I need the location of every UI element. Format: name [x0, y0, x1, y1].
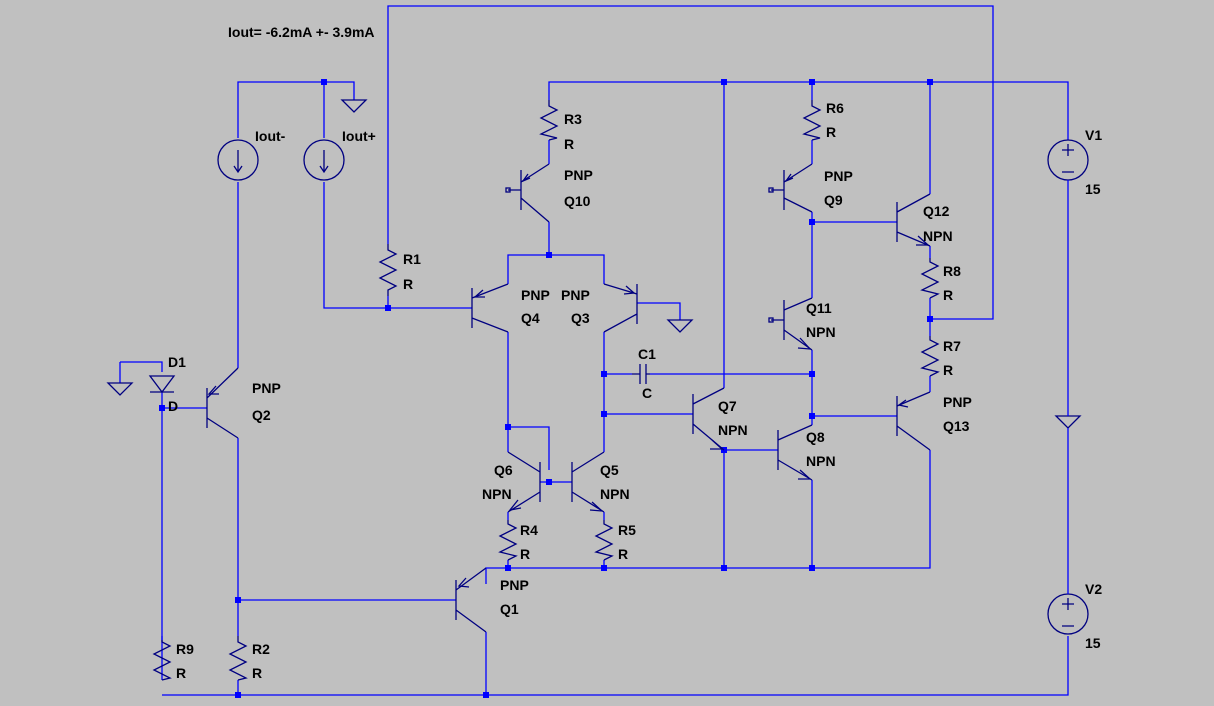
- label-iout-plus: Iout+: [342, 128, 376, 144]
- label-r4-value: R: [520, 546, 530, 562]
- resistor-r8[interactable]: [920, 258, 940, 299]
- transistor-q1[interactable]: [455, 567, 487, 633]
- diode-d1[interactable]: [148, 375, 176, 394]
- label-q1-ref: Q1: [500, 601, 519, 617]
- label-q7-ref: Q7: [718, 398, 737, 414]
- label-q13-ref: Q13: [943, 418, 970, 434]
- resistor-r9[interactable]: [152, 640, 172, 681]
- label-q6-ref: Q6: [494, 462, 513, 478]
- resistor-r3[interactable]: [539, 100, 559, 141]
- label-v1-ref: V1: [1085, 127, 1102, 143]
- label-q4-ref: Q4: [521, 310, 540, 326]
- label-v2-ref: V2: [1085, 581, 1102, 597]
- resistor-r2[interactable]: [228, 636, 248, 681]
- resistor-r4[interactable]: [498, 520, 518, 561]
- label-r2-ref: R2: [252, 641, 270, 657]
- transistor-q2[interactable]: [206, 367, 239, 439]
- label-r8-value: R: [943, 287, 953, 303]
- label-q11-ref: Q11: [806, 300, 832, 316]
- resistor-r6[interactable]: [802, 100, 822, 141]
- wires: [119, 5, 1069, 696]
- capacitor-c1[interactable]: [632, 364, 650, 384]
- label-r3-value: R: [564, 136, 574, 152]
- label-q9-model: PNP: [824, 168, 853, 184]
- label-r1-ref: R1: [403, 251, 421, 267]
- annotation-label: Iout= -6.2mA +- 3.9mA: [228, 24, 375, 40]
- ground-symbol: [666, 319, 694, 333]
- label-q10-model: PNP: [564, 167, 593, 183]
- label-r7-ref: R7: [943, 338, 961, 354]
- label-r2-value: R: [252, 665, 262, 681]
- label-iout-minus: Iout-: [255, 128, 286, 144]
- transistor-q9[interactable]: [768, 163, 813, 213]
- label-r8-ref: R8: [943, 263, 961, 279]
- label-r7-value: R: [943, 362, 953, 378]
- resistor-r5[interactable]: [594, 520, 614, 561]
- transistor-q6[interactable]: [507, 451, 541, 513]
- label-q8-model: NPN: [806, 453, 836, 469]
- label-q11-model: NPN: [806, 324, 836, 340]
- label-r1-value: R: [403, 276, 413, 292]
- junctions: [159, 79, 933, 698]
- transistor-q8[interactable]: [777, 424, 813, 481]
- ground-symbol: [340, 99, 368, 113]
- label-q6-model: NPN: [482, 486, 512, 502]
- label-c1-ref: C1: [638, 346, 656, 362]
- resistor-r1[interactable]: [378, 244, 398, 296]
- label-q4-model: PNP: [521, 287, 550, 303]
- label-r6-value: R: [826, 124, 836, 140]
- label-q5-ref: Q5: [600, 462, 619, 478]
- label-r5-ref: R5: [618, 522, 636, 538]
- voltage-source-v1[interactable]: [1047, 139, 1089, 416]
- current-source-iout-minus[interactable]: [217, 139, 259, 181]
- transistor-q12[interactable]: [896, 193, 931, 247]
- label-q5-model: NPN: [600, 486, 630, 502]
- label-q3-ref: Q3: [571, 310, 590, 326]
- label-r6-ref: R6: [826, 100, 844, 116]
- label-q12-ref: Q12: [923, 203, 950, 219]
- label-q12-model: NPN: [923, 228, 953, 244]
- voltage-source-v2[interactable]: [1047, 428, 1089, 635]
- label-c1-value: C: [642, 385, 652, 401]
- ground-symbol: [106, 382, 134, 396]
- label-v2-value: 15: [1085, 635, 1101, 651]
- label-r5-value: R: [618, 546, 628, 562]
- transistor-q5[interactable]: [571, 451, 605, 513]
- label-q1-model: PNP: [500, 577, 529, 593]
- transistor-q4[interactable]: [471, 283, 509, 333]
- label-q8-ref: Q8: [806, 429, 825, 445]
- label-q2-model: PNP: [252, 380, 281, 396]
- label-q2-ref: Q2: [252, 407, 271, 423]
- label-r3-ref: R3: [564, 111, 582, 127]
- transistor-q11[interactable]: [768, 297, 813, 351]
- label-q13-model: PNP: [943, 394, 972, 410]
- transistor-q3[interactable]: [603, 283, 638, 333]
- resistor-r7[interactable]: [920, 336, 940, 377]
- label-q3-model: PNP: [561, 287, 590, 303]
- transistor-q7[interactable]: [692, 387, 725, 451]
- label-d1-ref: D1: [168, 354, 186, 370]
- label-v1-value: 15: [1085, 181, 1101, 197]
- ground-symbol: [1054, 415, 1082, 429]
- label-q10-ref: Q10: [564, 193, 591, 209]
- label-r9-ref: R9: [176, 641, 194, 657]
- transistor-q13[interactable]: [896, 391, 931, 451]
- label-q7-model: NPN: [718, 422, 748, 438]
- label-q9-ref: Q9: [824, 192, 843, 208]
- label-r4-ref: R4: [520, 522, 538, 538]
- current-source-iout-plus[interactable]: [303, 139, 345, 181]
- label-r9-value: R: [176, 665, 186, 681]
- transistor-q10[interactable]: [505, 163, 550, 223]
- label-d1-value: D: [168, 398, 178, 414]
